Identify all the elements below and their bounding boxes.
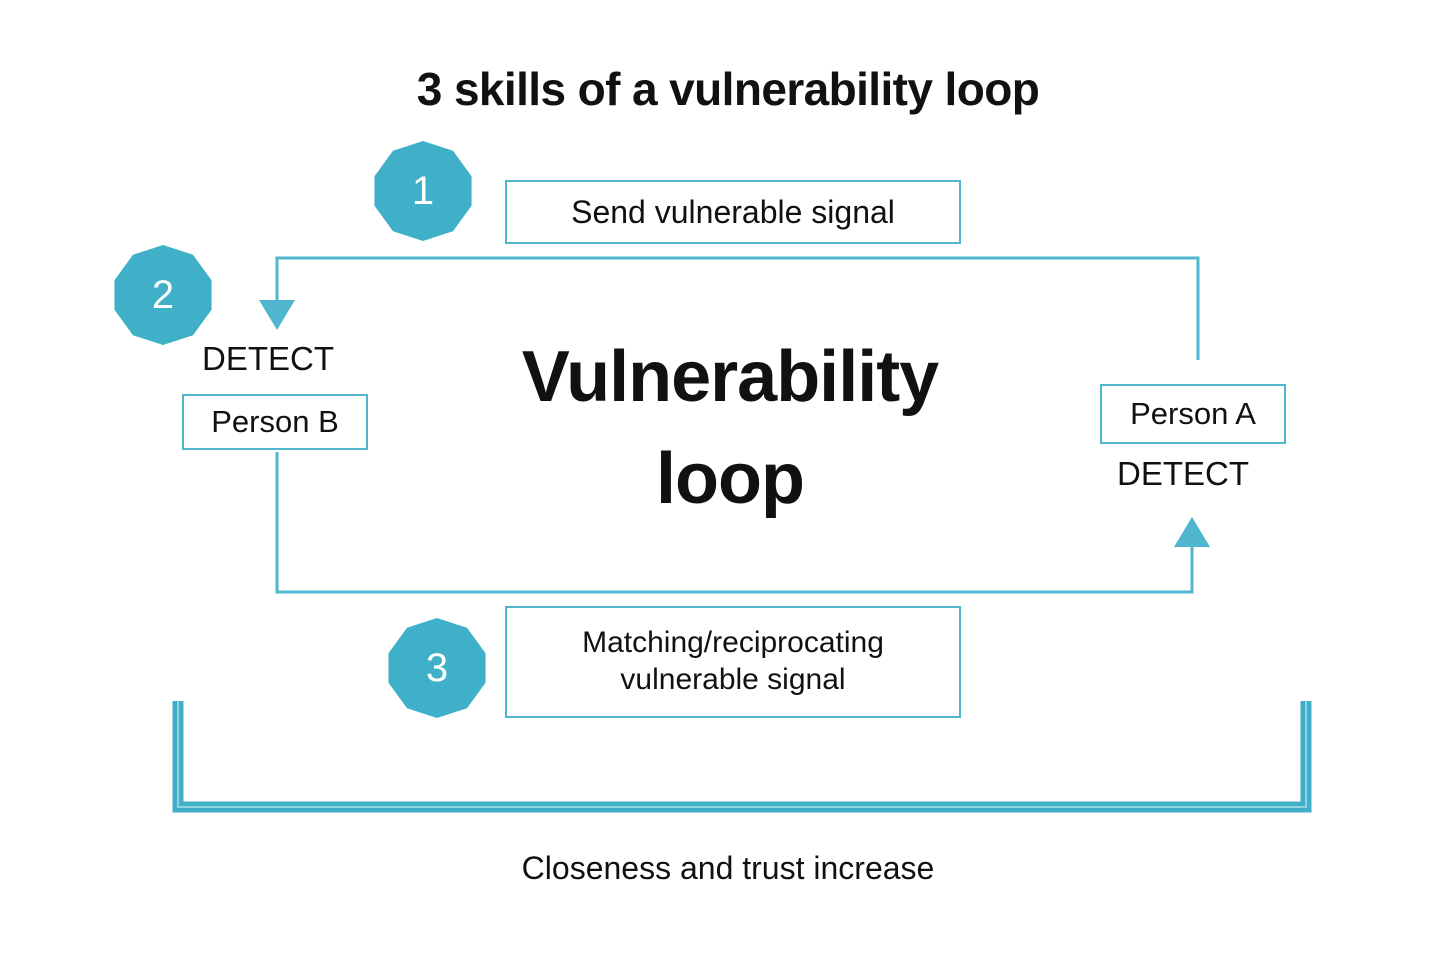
arrowhead-up-icon: [1174, 517, 1210, 547]
center-heading-line2: loop: [656, 439, 805, 520]
detect-label-person-a: DETECT: [1117, 455, 1249, 492]
step-3-label-box[interactable]: Matching/reciprocating vulnerable signal: [505, 606, 961, 718]
step-badge-1[interactable]: 1: [372, 140, 474, 242]
person-a-box[interactable]: Person A: [1100, 384, 1286, 444]
person-a-label: Person A: [1130, 396, 1256, 431]
step-badge-2[interactable]: 2: [112, 244, 214, 346]
step-3-label-line1: Matching/reciprocating: [582, 626, 884, 660]
step-badge-3-number: 3: [425, 646, 449, 690]
decagon-badge-icon: [374, 141, 472, 241]
step-1-label-text: Send vulnerable signal: [571, 193, 895, 230]
step-1-label-box[interactable]: Send vulnerable signal: [505, 180, 961, 244]
outcome-label: Closeness and trust increase: [521, 850, 935, 886]
decagon-badge-icon: [388, 618, 486, 718]
decagon-badge-icon: [114, 245, 212, 345]
step-badge-3[interactable]: 3: [386, 617, 488, 719]
arrowhead-down-icon: [259, 300, 295, 330]
person-b-box[interactable]: Person B: [182, 394, 368, 450]
detect-label-person-b: DETECT: [202, 340, 334, 377]
page-title: 3 skills of a vulnerability loop: [416, 63, 1040, 115]
step-badge-1-number: 1: [411, 169, 435, 213]
step-3-label-line2: vulnerable signal: [620, 663, 846, 696]
step-badge-2-number: 2: [151, 273, 175, 317]
center-heading-line1: Vulnerability: [521, 337, 939, 417]
person-b-label: Person B: [211, 404, 339, 439]
center-heading: Vulnerability loop: [430, 326, 1030, 530]
